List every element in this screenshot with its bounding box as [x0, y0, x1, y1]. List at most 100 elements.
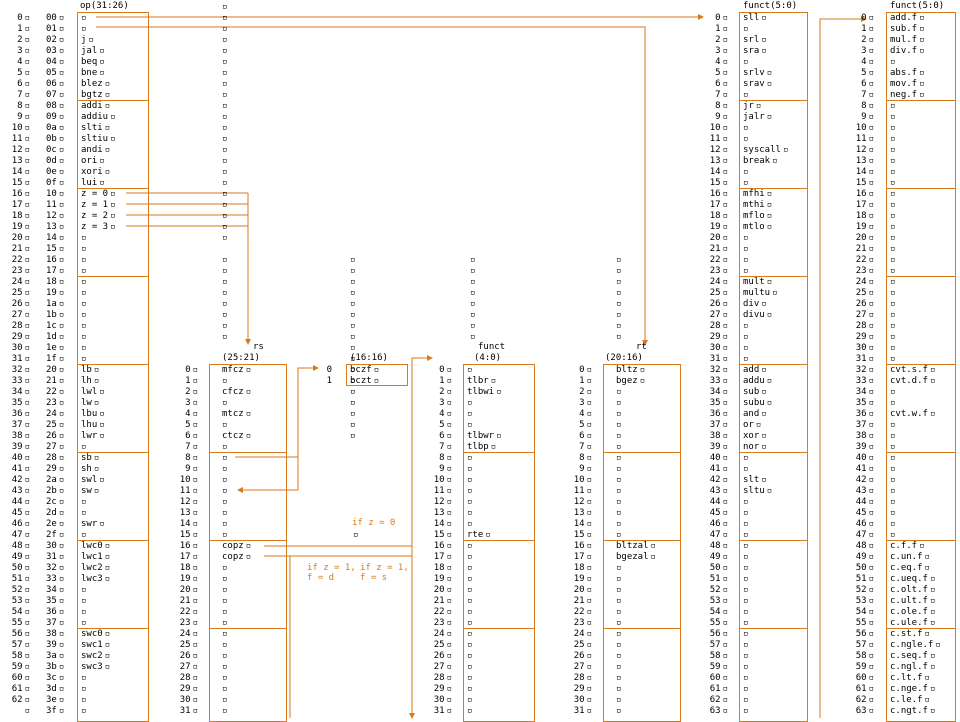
bc-pending-dot: ▫	[350, 299, 356, 309]
fpu-row-mnemonic: ▫	[890, 277, 941, 288]
funct-row-mnemonic: ▫	[743, 706, 788, 717]
funct-row-decimal: 14▫	[709, 167, 728, 177]
cp0-pending-dot: ▫	[470, 277, 476, 287]
fpu-row-decimal: 44▫	[855, 497, 874, 507]
placeholder-square-icon: ▫	[58, 585, 65, 595]
placeholder-square-icon: ▫	[192, 508, 198, 518]
placeholder-square-icon: ▫	[58, 673, 65, 683]
funct-row-decimal: 3▫	[715, 46, 728, 56]
bc-pending-dot: ▫	[350, 288, 356, 298]
placeholder-square-icon: ▫	[616, 497, 622, 507]
rs-row-decimal: 14▫	[179, 519, 198, 529]
rs-pending-dot: ▫	[222, 200, 228, 210]
placeholder-square-icon: ▫	[81, 277, 87, 287]
placeholder-square-icon: ▫	[868, 68, 874, 78]
placeholder-square-icon: ▫	[467, 475, 473, 485]
placeholder-square-icon: ▫	[586, 662, 592, 672]
op-row-mnemonic: sltiu▫	[81, 134, 116, 144]
placeholder-square-icon: ▫	[192, 563, 198, 573]
fpu-row-mnemonic: ▫	[890, 244, 941, 255]
placeholder-square-icon: ▫	[722, 486, 728, 496]
funct-row-decimal: 47▫	[709, 530, 728, 540]
placeholder-square-icon: ▫	[722, 299, 728, 309]
rt-row-mnemonic: bltz▫	[616, 365, 646, 375]
rs-row-decimal: 26▫	[179, 651, 198, 661]
rs-pending-dot: ▫	[222, 134, 228, 144]
placeholder-square-icon: ▫	[890, 112, 896, 122]
placeholder-square-icon: ▫	[761, 409, 767, 419]
placeholder-square-icon: ▫	[104, 79, 111, 89]
placeholder-square-icon: ▫	[58, 442, 65, 452]
op-row-hex: 27▫	[46, 442, 65, 452]
op-row-hex: 22▫	[46, 387, 65, 397]
rt-pending-dot: ▫	[616, 288, 622, 298]
op-row-hex: 07▫	[46, 90, 65, 100]
placeholder-square-icon: ▫	[24, 695, 30, 705]
group-separator	[603, 540, 681, 541]
placeholder-square-icon: ▫	[890, 288, 896, 298]
funct-row-mnemonic: mtlo▫	[743, 222, 773, 232]
placeholder-square-icon: ▫	[890, 145, 896, 155]
op-row-hex: 3a▫	[46, 651, 65, 661]
fpu-row-decimal: 20▫	[855, 233, 874, 243]
fpu-row-decimal: 0▫	[861, 13, 874, 23]
placeholder-square-icon: ▫	[81, 607, 87, 617]
rt-row-decimal: 4▫	[579, 409, 592, 419]
funct-row-mnemonic: and▫	[743, 409, 767, 419]
placeholder-square-icon: ▫	[104, 651, 111, 661]
rs-pending-dot: ▫	[222, 145, 228, 155]
placeholder-square-icon: ▫	[99, 519, 105, 529]
placeholder-square-icon: ▫	[222, 519, 228, 529]
rt-row-decimal: 30▫	[573, 695, 592, 705]
cp0-row-decimal: 1▫	[439, 376, 452, 386]
cp0-row-mnemonic: ▫	[467, 596, 502, 607]
funct-row-mnemonic: xor▫	[743, 431, 767, 441]
cp0-row-decimal: 21▫	[433, 596, 452, 606]
placeholder-square-icon: ▫	[446, 552, 452, 562]
placeholder-square-icon: ▫	[24, 618, 30, 628]
placeholder-square-icon: ▫	[890, 508, 896, 518]
op-row-decimal: 42▫	[11, 475, 30, 485]
cp0-row-mnemonic: ▫	[467, 629, 502, 640]
rs-row-decimal: 25▫	[179, 640, 198, 650]
op-row-hex: 0b▫	[46, 134, 65, 144]
placeholder-square-icon: ▫	[446, 442, 452, 452]
rs-pending-dot: ▫	[222, 24, 228, 34]
funct-row-mnemonic: ▫	[743, 497, 788, 508]
rt-row-decimal: 7▫	[579, 442, 592, 452]
op-row-mnemonic: lwl▫	[81, 387, 105, 397]
placeholder-square-icon: ▫	[868, 497, 874, 507]
placeholder-square-icon: ▫	[743, 508, 749, 518]
rs-pending-dot: ▫	[222, 156, 228, 166]
funct-row-decimal: 33▫	[709, 376, 728, 386]
placeholder-square-icon: ▫	[890, 178, 896, 188]
fpu-row-decimal: 41▫	[855, 464, 874, 474]
placeholder-square-icon: ▫	[868, 508, 874, 518]
placeholder-square-icon: ▫	[890, 464, 896, 474]
bc-pending-dot: ▫	[350, 398, 356, 408]
rs-row-mnemonic: ▫	[222, 376, 251, 387]
op-row-decimal: 17▫	[11, 200, 30, 210]
placeholder-square-icon: ▫	[868, 178, 874, 188]
placeholder-square-icon: ▫	[919, 541, 925, 551]
placeholder-square-icon: ▫	[722, 662, 728, 672]
op-decimal-column: 0▫1▫2▫3▫4▫5▫6▫7▫8▫9▫10▫11▫12▫13▫14▫15▫16…	[8, 13, 30, 717]
funct-row-decimal: 12▫	[709, 145, 728, 155]
op-row-hex: 29▫	[46, 464, 65, 474]
placeholder-square-icon: ▫	[868, 618, 874, 628]
op-row-mnemonic: lh▫	[81, 376, 100, 386]
placeholder-square-icon: ▫	[467, 629, 473, 639]
placeholder-square-icon: ▫	[890, 530, 896, 540]
placeholder-square-icon: ▫	[743, 596, 749, 606]
cp0-header-bits: (4:0)	[474, 353, 502, 363]
rt-row-mnemonic: ▫	[616, 409, 656, 420]
cp0-pending-dot: ▫	[470, 255, 476, 265]
note-if-z-1-fs: if z = 1, f = s	[360, 563, 409, 583]
placeholder-square-icon: ▫	[722, 398, 728, 408]
rs-header-bits: (25:21)	[222, 353, 260, 363]
placeholder-square-icon: ▫	[743, 453, 749, 463]
placeholder-square-icon: ▫	[93, 486, 100, 496]
placeholder-square-icon: ▫	[868, 585, 874, 595]
placeholder-square-icon: ▫	[650, 552, 656, 562]
fpu-row-mnemonic: ▫	[890, 255, 941, 266]
